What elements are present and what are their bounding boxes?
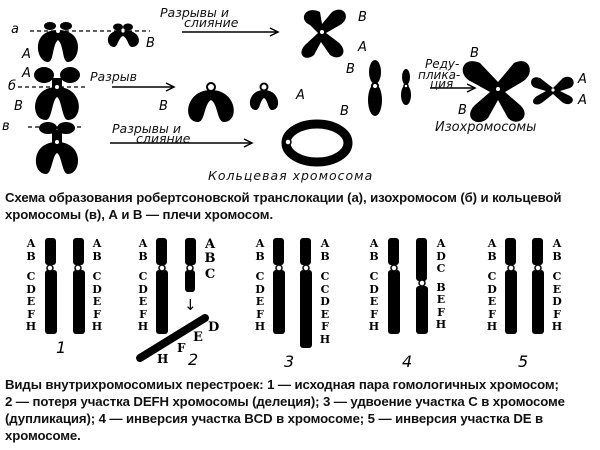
arm-label: A: [358, 40, 367, 55]
arrow-label-c-2: слияние: [136, 131, 191, 146]
arm-label: A: [578, 72, 587, 87]
chromosome-a-large: [37, 22, 79, 62]
arm-label: A: [296, 88, 305, 103]
chromosome-a-small: [107, 23, 139, 47]
chromosome-b-fragment-2: [249, 82, 279, 110]
arm-label: B: [458, 103, 467, 118]
arm-label: A: [22, 66, 31, 81]
row-marker-a: а: [11, 22, 19, 37]
redup-label-2: плика-: [418, 68, 461, 82]
pair-number-5: 5: [518, 352, 529, 371]
chromosome-b-source: [34, 67, 80, 120]
top-figure-drawing: [18, 9, 574, 174]
iso-caption: Изохромосомы: [435, 120, 537, 135]
arm-label: B: [470, 46, 479, 61]
fragment-label: E: [193, 330, 203, 345]
pair-number-4: 4: [402, 352, 413, 371]
arm-label: B: [340, 104, 349, 119]
chromosome-b-fragment-1: [188, 82, 234, 122]
arm-label: A: [578, 93, 587, 108]
arrow-label-b: Разрыв: [90, 69, 138, 84]
row-marker-c: в: [2, 119, 10, 134]
isochromosome-small: [531, 76, 574, 105]
row-marker-b: б: [8, 79, 17, 94]
arm-label: B: [358, 10, 367, 25]
bottom-figure-caption: Виды внутрихромосомиых перестроек: 1 — и…: [5, 377, 565, 443]
arm-label: B: [14, 99, 23, 114]
arrow-label-a-1: Разрывы и: [160, 5, 229, 20]
ring-caption: Кольцевая хромосома: [208, 168, 374, 183]
pair-number-3: 3: [284, 352, 295, 371]
fragment-label: F: [177, 341, 186, 355]
isochromosome-large: [462, 61, 530, 123]
arm-label: A: [22, 47, 31, 62]
arrow-label-c-1: Разрывы и: [112, 121, 181, 136]
arm-label: B: [146, 36, 155, 51]
chromosome-b-iso-2: [401, 69, 411, 105]
arm-label: B: [346, 62, 355, 77]
chromosome-c-source: [35, 122, 79, 174]
deletion-arrow-icon: ↓: [184, 296, 197, 314]
fragment-label: H: [157, 352, 169, 366]
arm-label: B: [159, 99, 168, 114]
redup-label-1: Реду-: [425, 57, 460, 71]
fragment-label: D: [208, 320, 220, 335]
top-figure-caption: Схема образования робертсоновской трансл…: [5, 190, 562, 222]
arrows: [110, 27, 477, 148]
chromosome-b-iso-1: [368, 60, 382, 116]
chromosome-a-result: [301, 9, 346, 58]
pair-number-2: 2: [188, 350, 199, 369]
pair-number-1: 1: [56, 338, 67, 357]
arrow-label-a-2: слияние: [184, 15, 239, 30]
redup-label-3: ция: [430, 77, 454, 91]
